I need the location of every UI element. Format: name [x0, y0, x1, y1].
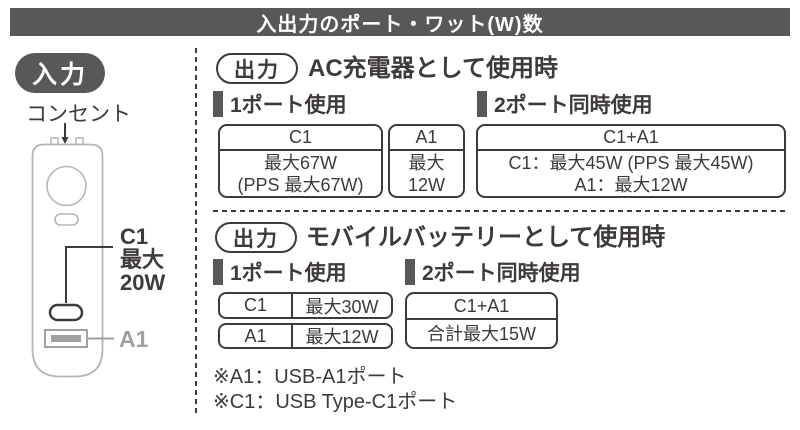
ac-output-badge: 出力: [216, 53, 298, 84]
ac-two-port-subheading: 2ポート同時使用: [477, 91, 653, 117]
battery-two-port-subheading: 2ポート同時使用: [405, 259, 581, 285]
outlet-pointer-arrowhead: [61, 137, 69, 144]
vertical-dashed-divider: [195, 48, 197, 416]
ac-c1-table: C1 最大67W (PPS 最大67W): [218, 124, 383, 198]
charger-circle-detail: [46, 165, 87, 207]
charger-oval-detail: [54, 213, 79, 226]
footnote-a1: ※A1：USB-A1ポート: [213, 366, 407, 388]
charger-body-outline: [31, 143, 104, 378]
ac-c1a1-table: C1+A1 C1：最大45W (PPS 最大45W) A1：最大12W: [476, 124, 786, 198]
watt-cell: 最大30W: [305, 296, 379, 317]
table-body: 合計最大15W: [426, 323, 536, 344]
table-body: C1：最大45W (PPS 最大45W) A1：最大12W: [508, 152, 754, 195]
table-header: C1: [220, 126, 381, 151]
battery-a1-row: A1 最大12W: [218, 323, 393, 349]
battery-c1a1-table: C1+A1 合計最大15W: [405, 292, 558, 349]
subhead-bar-icon: [405, 259, 415, 285]
charger-device-illustration: [31, 123, 114, 378]
horizontal-dashed-divider: [213, 210, 786, 212]
table-header: C1+A1: [478, 126, 784, 151]
ac-section-heading: AC充電器として使用時: [308, 55, 558, 82]
ac-one-port-subheading: 1ポート使用: [213, 91, 347, 117]
c1-port-label: C1 最大 20W: [120, 224, 166, 295]
page-title: 入出力のポート・ワット(W)数: [256, 13, 544, 36]
footnote-c1: ※C1：USB Type-C1ポート: [213, 391, 458, 413]
ac-output-badge-label: 出力: [234, 58, 280, 82]
watt-cell: 最大12W: [305, 327, 379, 347]
outlet-label: コンセント: [26, 103, 131, 126]
input-badge: 入力: [15, 53, 105, 93]
table-body: 最大 12W: [407, 152, 445, 195]
port-cell: A1: [220, 325, 293, 347]
subhead-bar-icon: [477, 91, 487, 117]
subhead-bar-icon: [213, 91, 223, 117]
battery-output-badge: 出力: [215, 222, 297, 253]
port-cell: C1: [220, 294, 293, 317]
c1-leader-line: [65, 246, 113, 303]
a1-port-label: A1: [119, 326, 149, 352]
table-header: C1+A1: [407, 294, 556, 320]
battery-one-port-subheading: 1ポート使用: [213, 259, 347, 285]
table-header: A1: [390, 126, 463, 151]
usb-c-port-icon: [48, 303, 84, 322]
usb-a-port-tongue: [51, 335, 81, 342]
table-body: 最大67W (PPS 最大67W): [237, 152, 364, 195]
ac-a1-table: A1 最大 12W: [388, 124, 465, 198]
battery-c1-row: C1 最大30W: [218, 292, 393, 319]
input-badge-label: 入力: [31, 61, 88, 89]
battery-section-heading: モバイルバッテリーとして使用時: [306, 224, 666, 251]
title-banner: 入出力のポート・ワット(W)数: [10, 8, 790, 36]
battery-output-badge-label: 出力: [233, 227, 279, 251]
subhead-bar-icon: [213, 259, 223, 285]
